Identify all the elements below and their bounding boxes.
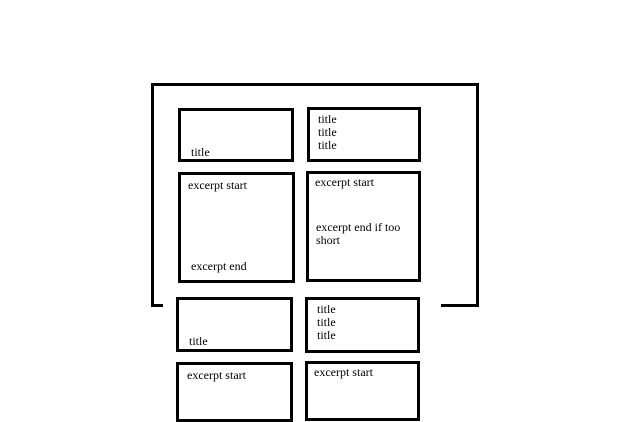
outer-frame	[151, 83, 479, 307]
card4-title-line: title	[317, 315, 336, 329]
card2-title-line: title	[318, 112, 337, 126]
card1-title: title	[191, 145, 210, 159]
card3-title: title	[189, 334, 208, 348]
frame-bottom-right-edge	[441, 304, 479, 307]
card3-excerpt-box: excerpt start	[176, 362, 293, 422]
card3-excerpt-start: excerpt start	[187, 368, 246, 382]
frame-right-edge	[476, 83, 479, 307]
card2-excerpt-end-line: short	[316, 233, 340, 247]
card1-excerpt-end: excerpt end	[191, 259, 247, 273]
card3-title-box: title	[176, 297, 293, 352]
card2-excerpt-end-line: excerpt end if too	[316, 220, 401, 234]
card4-title-lines: title title title	[317, 303, 336, 342]
card4-excerpt-box: excerpt start	[305, 361, 420, 421]
card4-title-line: title	[317, 302, 336, 316]
frame-bottom-left-edge	[151, 304, 163, 307]
card2-title-line: title	[318, 125, 337, 139]
card2-title-line: title	[318, 138, 337, 152]
card4-excerpt-start: excerpt start	[314, 365, 373, 379]
card4-title-box: title title title	[305, 297, 420, 353]
card2-excerpt-end: excerpt end if too short	[316, 221, 400, 247]
card2-title-lines: title title title	[318, 113, 337, 152]
card2-excerpt-box: excerpt start excerpt end if too short	[306, 171, 421, 282]
card1-excerpt-box: excerpt start excerpt end	[178, 172, 295, 283]
card1-title-box: title	[178, 108, 294, 162]
card2-title-box: title title title	[307, 107, 421, 162]
card1-excerpt-start: excerpt start	[188, 178, 247, 192]
frame-left-edge	[151, 83, 154, 307]
frame-top-edge	[151, 83, 479, 86]
card2-excerpt-start: excerpt start	[315, 175, 374, 189]
card4-title-line: title	[317, 328, 336, 342]
